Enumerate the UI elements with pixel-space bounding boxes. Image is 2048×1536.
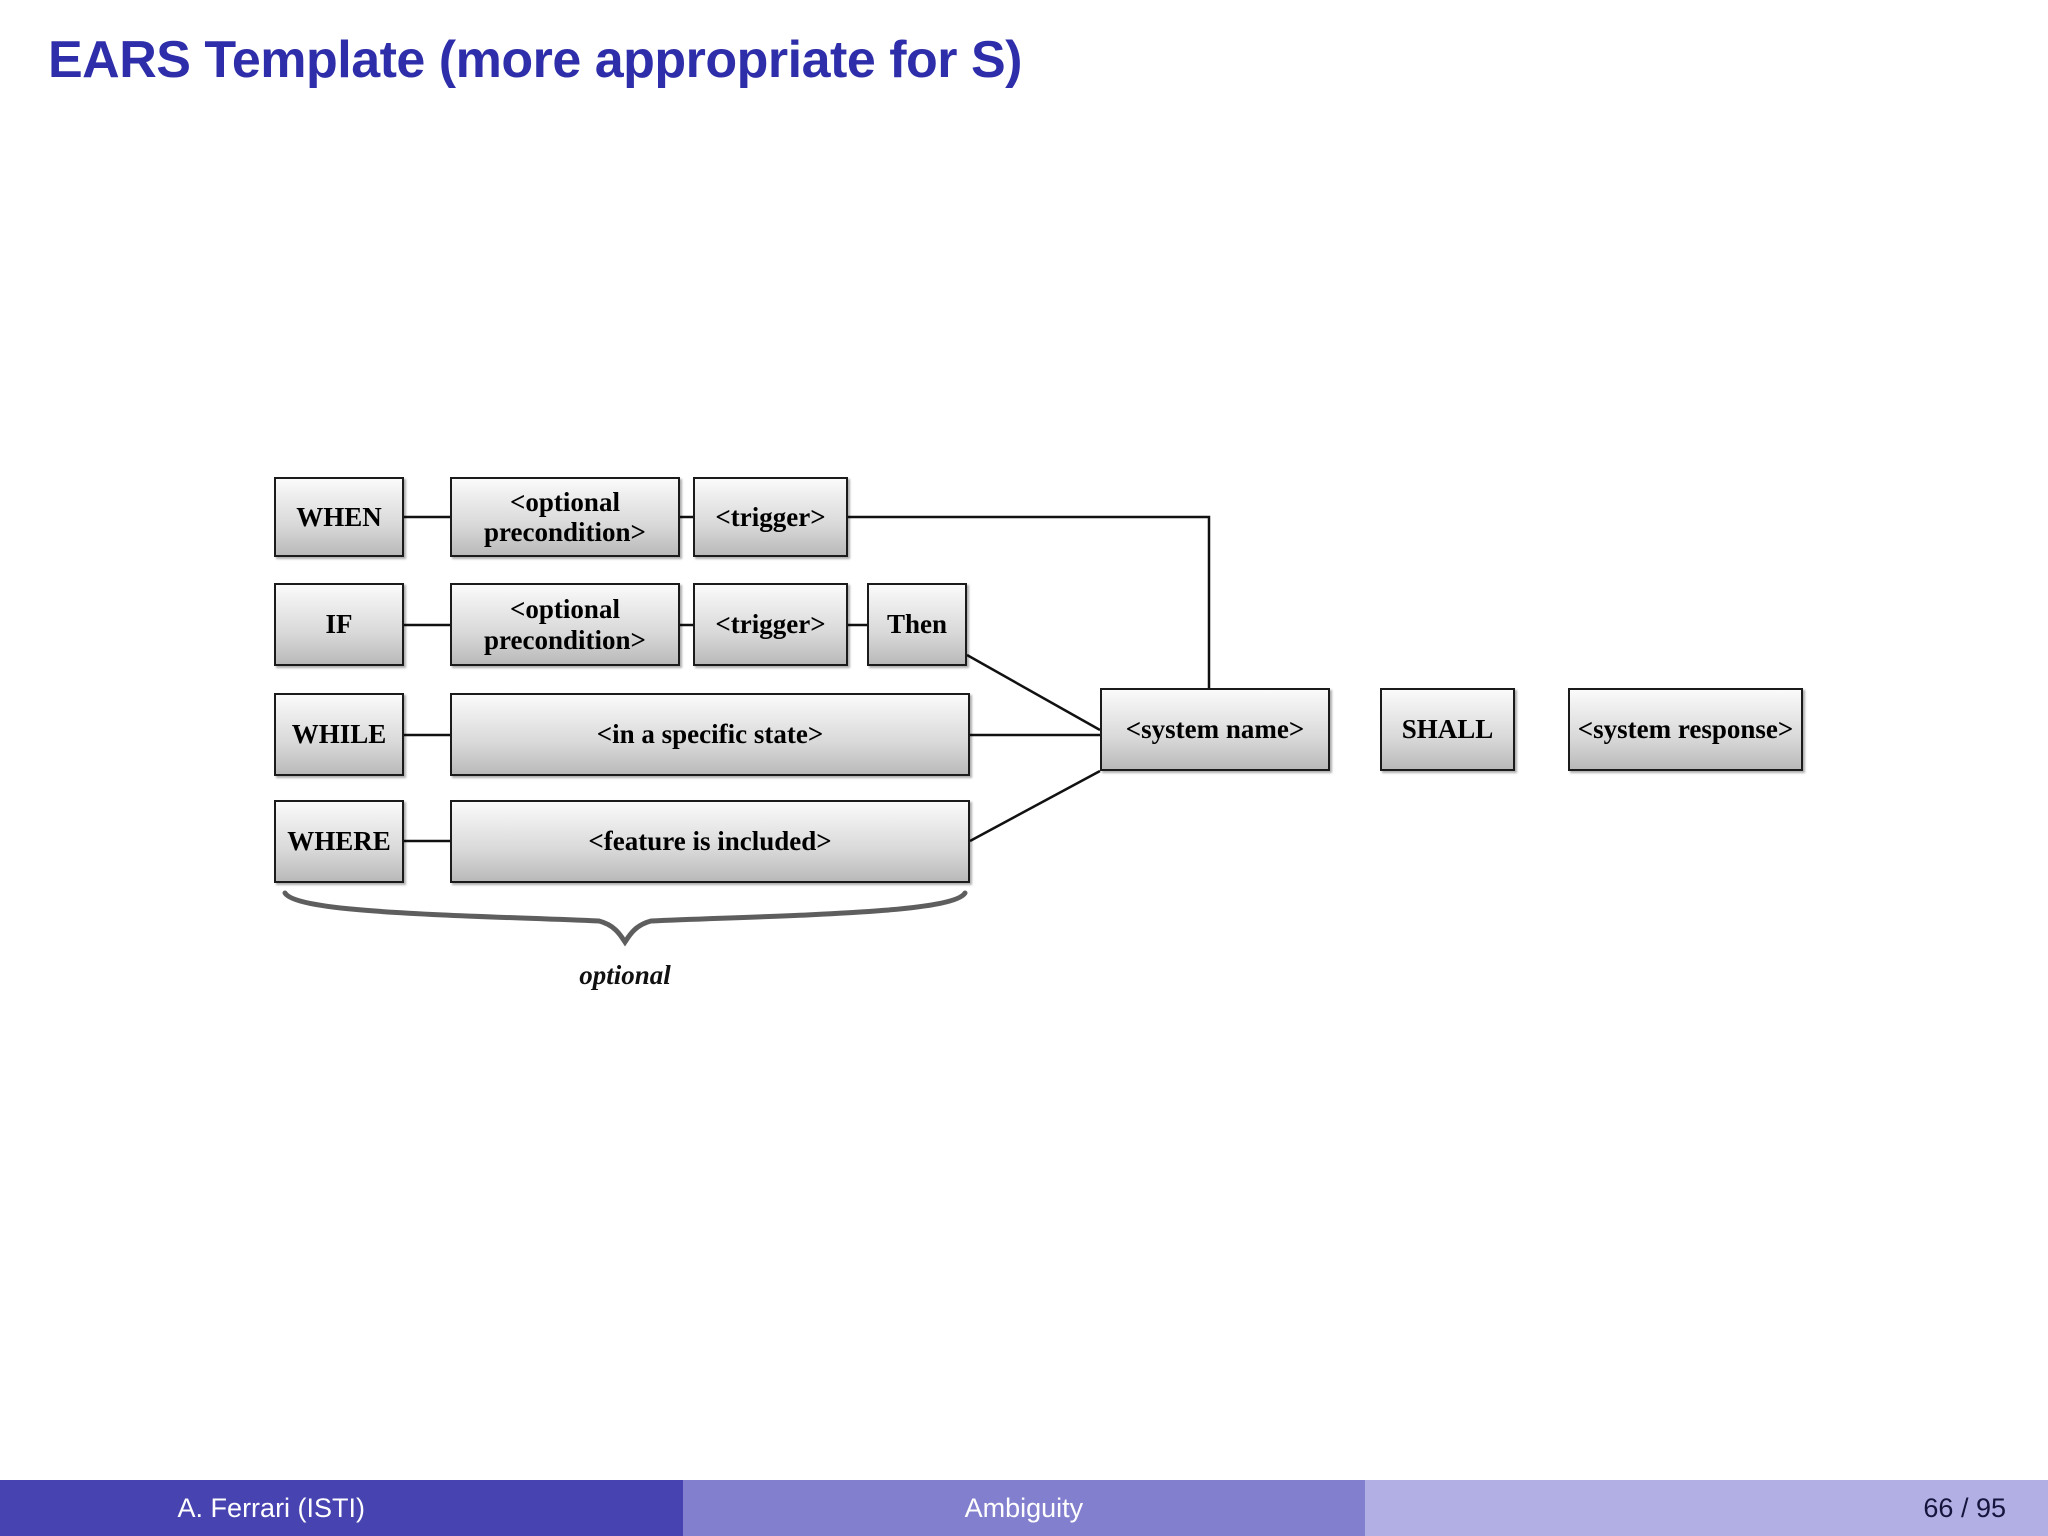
footer-section: Ambiguity bbox=[682, 1480, 1366, 1536]
node-system-response: <system response> bbox=[1568, 688, 1803, 771]
node-label-shall: SHALL bbox=[1401, 714, 1494, 745]
node-label-while-state: <in a specific state> bbox=[596, 719, 824, 750]
node-label-if-trigger: <trigger> bbox=[715, 609, 826, 640]
node-if-trigger: <trigger> bbox=[693, 583, 848, 666]
node-label-when-precond: <optional precondition> bbox=[484, 486, 646, 547]
connector-when-trigger-to-system bbox=[848, 515, 1211, 688]
footer-page-number: 66 / 95 bbox=[1365, 1480, 2048, 1536]
footer-author: A. Ferrari (ISTI) bbox=[0, 1480, 683, 1536]
node-then: Then bbox=[867, 583, 967, 666]
connector-then-to-system bbox=[966, 653, 1101, 732]
node-label-where: WHERE bbox=[287, 826, 391, 857]
node-if-precond: <optional precondition> bbox=[450, 583, 680, 666]
node-if: IF bbox=[274, 583, 404, 666]
node-label-system-name: <system name> bbox=[1125, 714, 1305, 745]
node-label-if-precond: <optional precondition> bbox=[484, 594, 646, 655]
node-where-feature: <feature is included> bbox=[450, 800, 970, 883]
node-system-name: <system name> bbox=[1100, 688, 1330, 771]
node-label-where-feature: <feature is included> bbox=[588, 826, 832, 857]
node-shall: SHALL bbox=[1380, 688, 1515, 771]
node-where: WHERE bbox=[274, 800, 404, 883]
node-label-when-trigger: <trigger> bbox=[715, 501, 826, 532]
connector-lines bbox=[404, 515, 1211, 843]
node-label-system-response: <system response> bbox=[1577, 714, 1794, 745]
node-label-while: WHILE bbox=[291, 719, 387, 750]
optional-brace-icon bbox=[282, 890, 968, 947]
connector-where-feature-to-system bbox=[969, 769, 1101, 843]
node-when: WHEN bbox=[274, 477, 404, 557]
node-label-when: WHEN bbox=[296, 501, 382, 532]
ears-template-diagram: WHEN <optional precondition> <trigger> IF <o… bbox=[274, 477, 1803, 990]
node-while-state: <in a specific state> bbox=[450, 693, 970, 776]
node-label-then: Then bbox=[886, 609, 948, 640]
node-while: WHILE bbox=[274, 693, 404, 776]
page-title: EARS Template (more appropriate for S) bbox=[48, 31, 1022, 89]
node-when-precond: <optional precondition> bbox=[450, 477, 680, 557]
slide-footer: A. Ferrari (ISTI) Ambiguity 66 / 95 bbox=[0, 1480, 2048, 1536]
optional-caption: optional bbox=[579, 960, 671, 990]
node-when-trigger: <trigger> bbox=[693, 477, 848, 557]
node-label-if: IF bbox=[325, 609, 353, 640]
diagram-connector-layer bbox=[282, 515, 1211, 947]
